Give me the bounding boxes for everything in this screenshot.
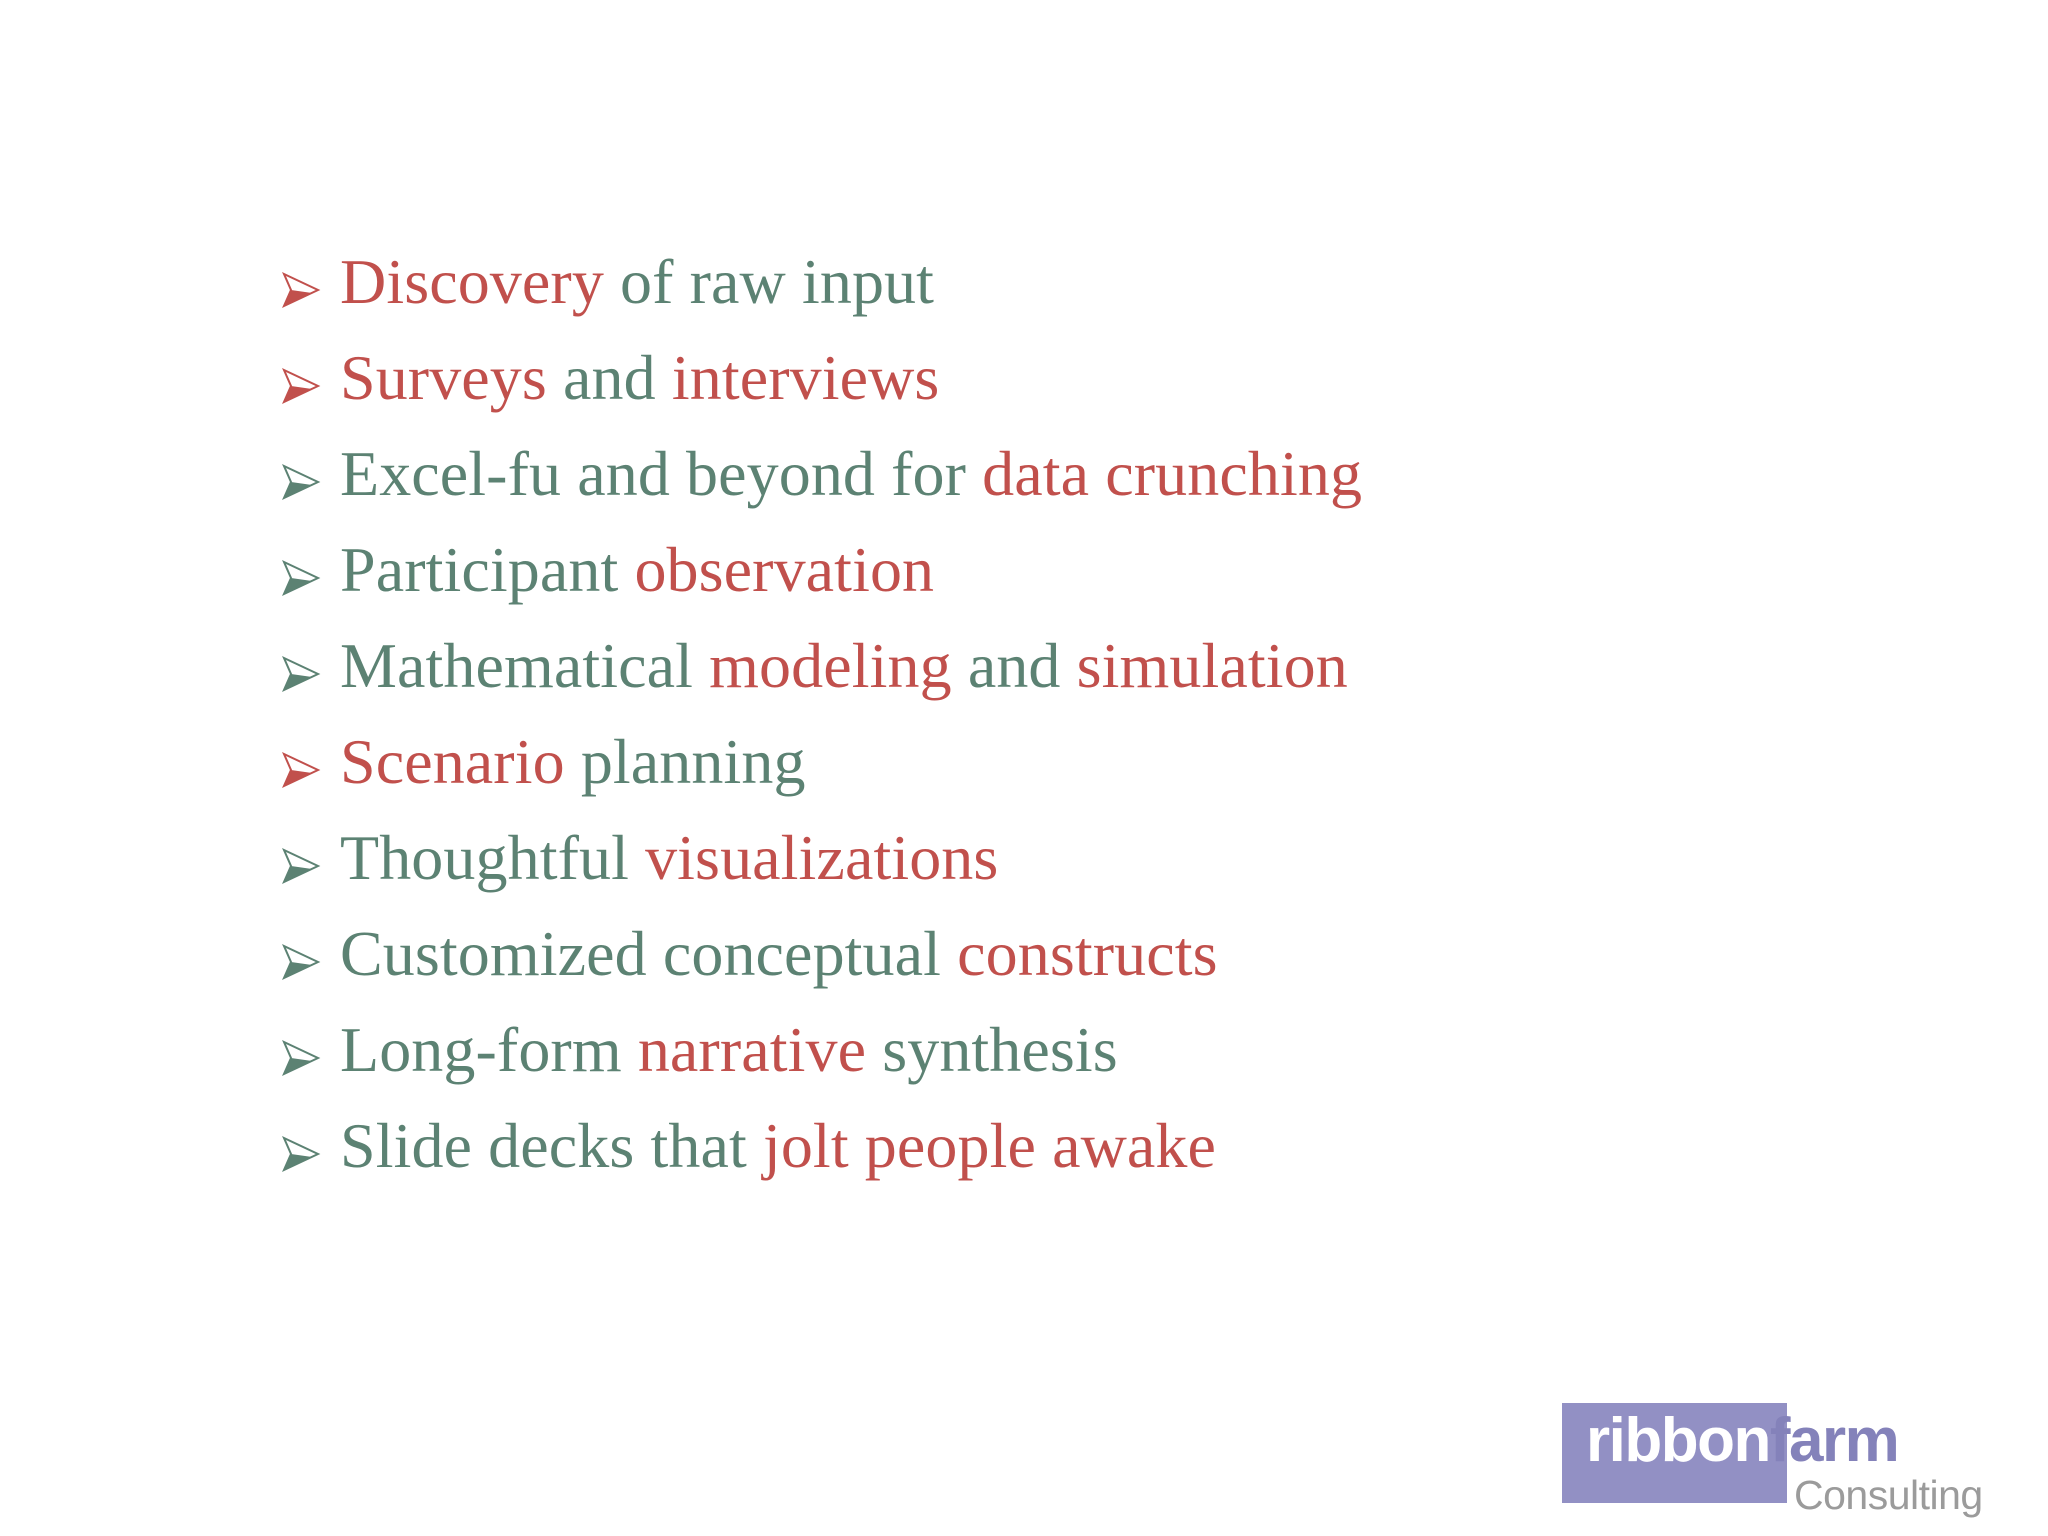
bullet-text-segment: Scenario xyxy=(340,726,581,797)
logo-wordmark: ribbonfarm xyxy=(1586,1410,1900,1472)
bullet-text: Surveys and interviews xyxy=(340,346,939,410)
bullet-text: Excel-fu and beyond for data crunching xyxy=(340,442,1362,506)
bullet-text-segment: modeling xyxy=(709,630,968,701)
bullet-list-item: Thoughtful visualizations xyxy=(278,826,1918,922)
bullet-list-item: Excel-fu and beyond for data crunching xyxy=(278,442,1918,538)
bullet-list-item: Long-form narrative synthesis xyxy=(278,1018,1918,1114)
arrow-bullet-icon xyxy=(278,927,340,981)
bullet-list-item: Slide decks that jolt people awake xyxy=(278,1114,1918,1210)
arrow-bullet-icon xyxy=(278,639,340,693)
arrow-bullet-icon xyxy=(278,351,340,405)
arrow-bullet-icon xyxy=(278,831,340,885)
bullet-list-item: Discovery of raw input xyxy=(278,250,1918,346)
bullet-list-item: Mathematical modeling and simulation xyxy=(278,634,1918,730)
bullet-text-segment: data crunching xyxy=(982,438,1363,509)
bullet-text: Slide decks that jolt people awake xyxy=(340,1114,1216,1178)
bullet-text-segment: Excel-fu and beyond for xyxy=(340,438,983,509)
bullet-text-segment: Discovery xyxy=(340,246,621,317)
logo-purple-block xyxy=(1562,1403,1787,1503)
bullet-list-item: Surveys and interviews xyxy=(278,346,1918,442)
bullet-text: Customized conceptual constructs xyxy=(340,922,1218,986)
bullet-text-segment: Customized conceptual xyxy=(340,918,958,989)
bullet-text-segment: jolt people awake xyxy=(762,1110,1217,1181)
bullet-text: Long-form narrative synthesis xyxy=(340,1018,1118,1082)
bullet-text-segment: and xyxy=(967,630,1077,701)
arrow-bullet-icon xyxy=(278,735,340,789)
bullet-text-segment: Slide decks that xyxy=(340,1110,763,1181)
bullet-text-segment: constructs xyxy=(957,918,1218,989)
bullet-text: Thoughtful visualizations xyxy=(340,826,998,890)
bullet-text: Discovery of raw input xyxy=(340,250,934,314)
arrow-bullet-icon xyxy=(278,1119,340,1173)
logo-word-farm: farm xyxy=(1769,1406,1900,1475)
bullet-list-item: Scenario planning xyxy=(278,730,1918,826)
bullet-text-segment: synthesis xyxy=(882,1014,1118,1085)
bullet-text-segment: Surveys xyxy=(340,342,564,413)
bullet-text-segment: narrative xyxy=(637,1014,883,1085)
logo-subtitle: Consulting xyxy=(1794,1472,1983,1518)
bullet-text-segment: planning xyxy=(580,726,806,797)
bullet-text-segment: and xyxy=(563,342,672,413)
bullet-list-item: Customized conceptual constructs xyxy=(278,922,1918,1018)
bullet-text: Scenario planning xyxy=(340,730,806,794)
arrow-bullet-icon xyxy=(278,1023,340,1077)
bullet-text-segment: of raw input xyxy=(620,246,935,317)
logo-word-ribbon: ribbon xyxy=(1586,1406,1771,1475)
ribbonfarm-consulting-logo: ribbonfarm Consulting xyxy=(1562,1403,2028,1529)
bullet-text-segment: interviews xyxy=(671,342,940,413)
bullet-text-segment: Long-form xyxy=(340,1014,638,1085)
bullet-text: Mathematical modeling and simulation xyxy=(340,634,1348,698)
bullet-text-segment: Mathematical xyxy=(340,630,710,701)
bullet-list-item: Participant observation xyxy=(278,538,1918,634)
bullet-text-segment: visualizations xyxy=(645,822,999,893)
bullet-text-segment: Thoughtful xyxy=(340,822,646,893)
bullet-text: Participant observation xyxy=(340,538,934,602)
arrow-bullet-icon xyxy=(278,447,340,501)
arrow-bullet-icon xyxy=(278,255,340,309)
bullet-text-segment: observation xyxy=(634,534,935,605)
arrow-bullet-icon xyxy=(278,543,340,597)
bullet-text-segment: simulation xyxy=(1076,630,1348,701)
bullet-text-segment: Participant xyxy=(340,534,635,605)
